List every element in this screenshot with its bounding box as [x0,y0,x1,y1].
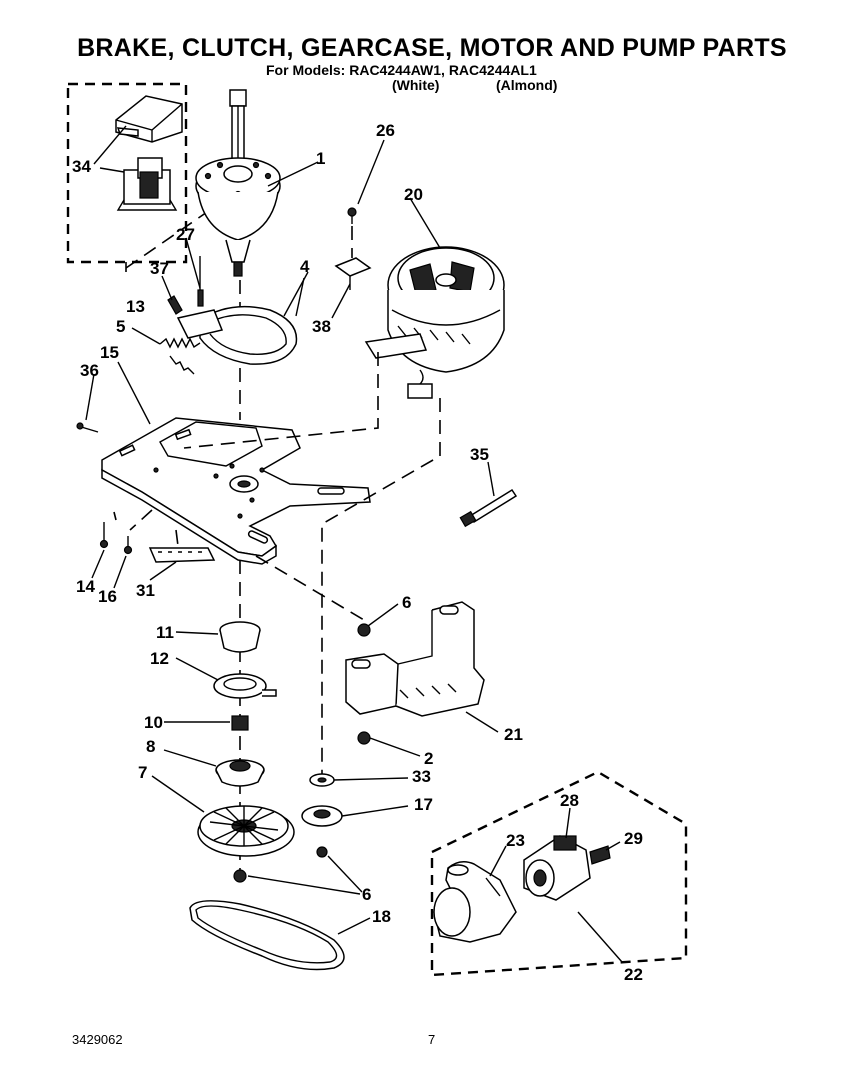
leader-lines [85,125,623,963]
callout-38: 38 [312,317,331,336]
callout-10: 10 [144,713,163,732]
callout-26: 26 [376,121,395,140]
callout-14: 14 [76,577,95,596]
pump-group-box [430,770,688,977]
part-28-pump-motor [523,835,591,901]
part-36-screw [76,422,99,433]
part-23-pump-body [433,861,517,943]
callout-22: 22 [624,965,643,984]
part-18-belt [189,900,345,971]
callout-12: 12 [150,649,169,668]
part-6-nut-motor [316,846,328,858]
part-20-motor [364,246,505,399]
part-37-screw [167,295,183,315]
callout-5: 5 [116,317,125,336]
motor-link-line-1 [183,352,379,449]
color-almond-label: (Almond) [496,77,558,93]
model-numbers: For Models: RAC4244AW1, RAC4244AL1 [266,62,537,78]
callout-16: 16 [98,587,117,606]
part-5-spring [159,337,201,375]
callout-23: 23 [506,831,525,850]
motor-link-line-2 [321,398,441,790]
part-12-seal [213,673,277,699]
callout-1: 1 [316,149,325,168]
callout-37: 37 [150,259,169,278]
callout-15: 15 [100,343,119,362]
part-8-drive-hub [215,759,265,787]
part-16-screw [123,536,133,555]
callout-34: 34 [72,157,91,176]
part-7-pulley [197,805,295,857]
part-2-nut [357,731,371,745]
color-white-label: (White) [392,77,440,93]
callout-20: 20 [404,185,423,204]
part-35-tie-strap [459,488,518,528]
document-number: 3429062 [72,1032,123,1047]
callout-6-lower: 6 [362,885,371,904]
callout-11: 11 [156,623,174,642]
callout-35: 35 [470,445,489,464]
part-10-nut [231,715,249,731]
part-27-pin [197,289,204,307]
callout-8: 8 [146,737,155,756]
callout-29: 29 [624,829,643,848]
callout-33: 33 [412,767,431,786]
part-34-group-box [66,82,188,264]
callout-17: 17 [414,795,433,814]
part-33-washer [309,773,335,787]
part-6-nut-bracket [357,623,371,637]
callout-27: 27 [176,225,195,244]
part-4-brake-band [176,305,298,365]
part-29-connector [589,845,611,865]
page-number: 7 [428,1032,436,1047]
callout-18: 18 [372,907,391,926]
part-34-solenoid [99,95,183,211]
part-11-bearing [219,621,261,653]
part-26-screw [347,207,357,224]
part-1-gearcase [195,89,281,277]
callout-36: 36 [80,361,99,380]
part-17-pulley-motor [301,805,343,827]
part-15-mounting-plate [101,417,371,565]
part-13-dash-link [125,209,211,269]
callout-6-bracket: 6 [402,593,411,612]
part-14-screw [99,522,109,549]
part-21-bracket [345,601,485,717]
part-31-clip [148,547,216,563]
callout-13: 13 [126,297,145,316]
callout-7: 7 [138,763,147,782]
callout-28: 28 [560,791,579,810]
part-6-nut-lower [233,869,247,883]
callout-2: 2 [424,749,433,768]
callout-4: 4 [300,257,310,276]
callout-21: 21 [504,725,523,744]
page-title: BRAKE, CLUTCH, GEARCASE, MOTOR AND PUMP … [77,34,787,62]
callout-31: 31 [136,581,155,600]
part-38-bracket [334,257,372,290]
